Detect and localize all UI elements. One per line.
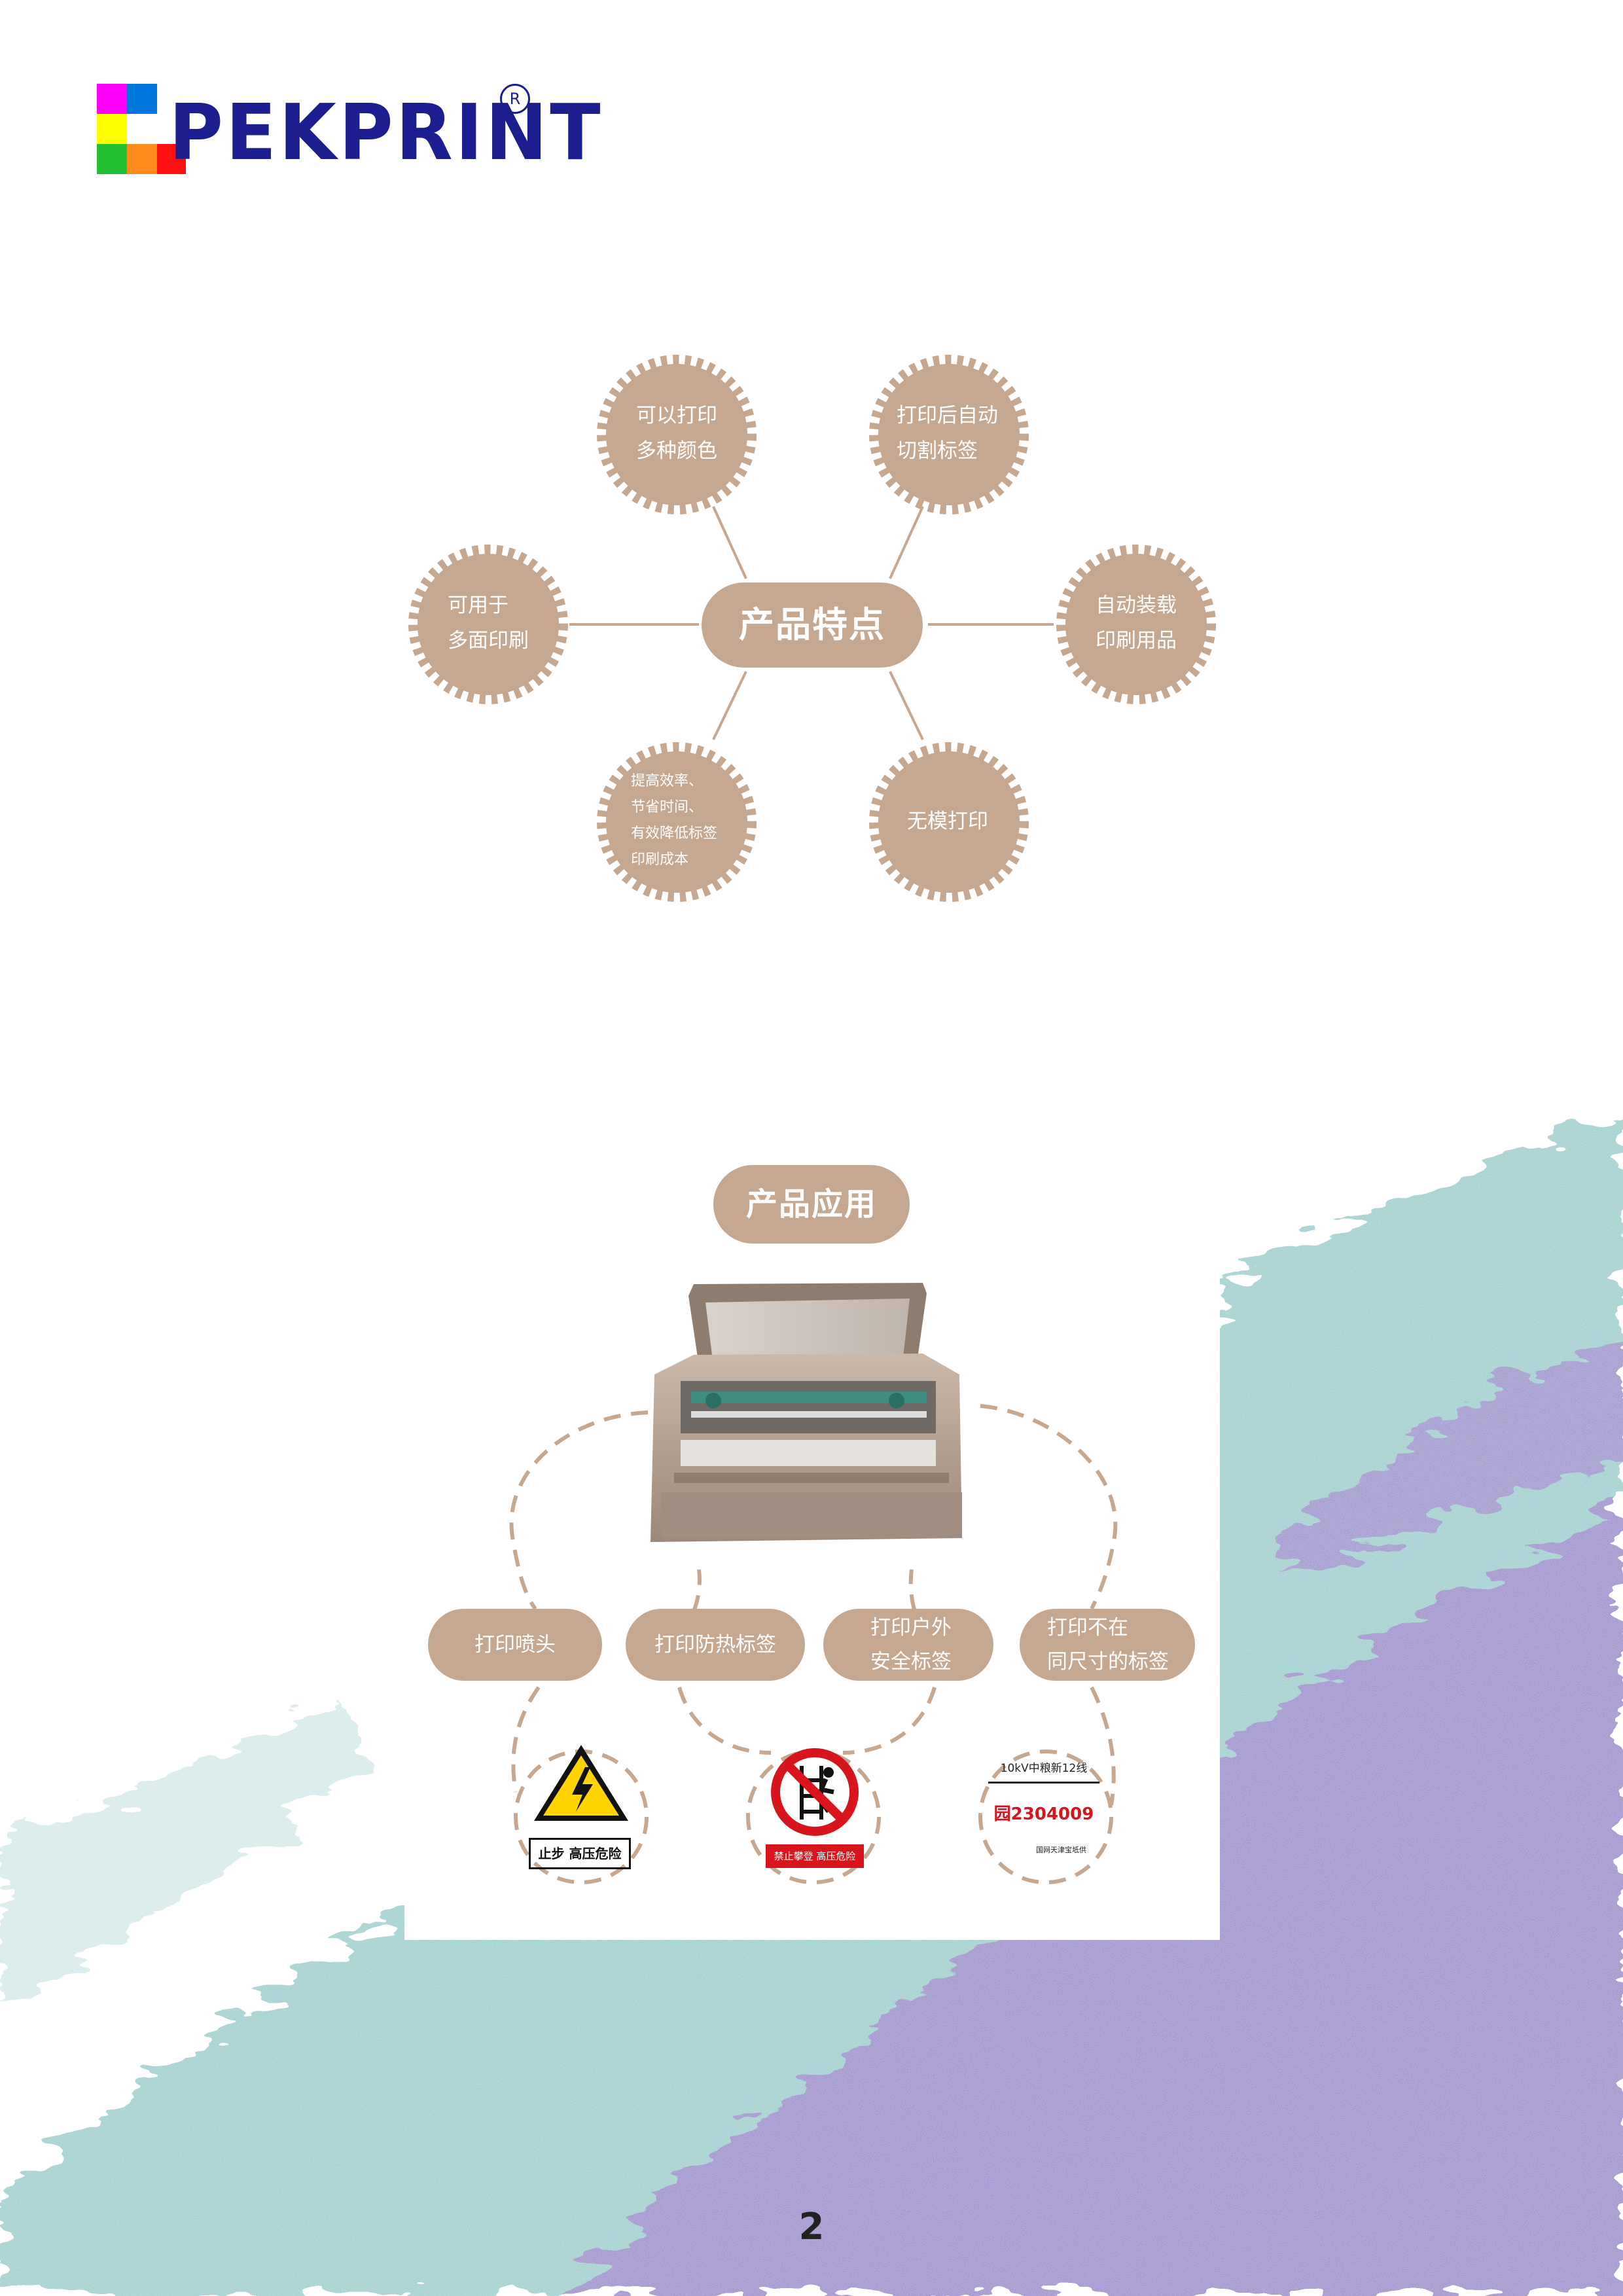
line-tag-title: 10kV中粮新12线 — [988, 1755, 1099, 1784]
gear-shape — [869, 355, 1029, 514]
gear-shape — [597, 355, 757, 514]
feature-moldless: 无模打印 — [907, 810, 988, 833]
application-print-head: 打印喷头 — [428, 1609, 602, 1681]
gear-shape — [869, 742, 1029, 902]
gear-shape — [408, 545, 568, 704]
warning-sign-text: 止步 高压危险 — [529, 1838, 631, 1869]
feature-efficiency: 提高效率、节省时间、 有效降低标签印刷成本 — [631, 773, 718, 868]
page-number: 2 — [798, 2206, 825, 2248]
line-tag-footer: 国网天津宝坻供 — [1036, 1846, 1086, 1854]
application-outdoor-labels: 打印户外 安全标签 — [823, 1609, 993, 1681]
features-title: 产品特点 — [702, 583, 923, 668]
high-voltage-warning-sign: 止步 高压危险 — [529, 1741, 633, 1872]
feature-auto-load: 自动装载印刷用品 — [1096, 594, 1177, 653]
feature-auto-cut: 打印后自动切割标签 — [897, 404, 998, 463]
no-climbing-icon — [771, 1748, 859, 1836]
brand-logo: PEKPRINT R — [97, 80, 601, 185]
prohibition-sign-text: 禁止攀登 高压危险 — [766, 1844, 864, 1868]
applications-title: 产品应用 — [713, 1165, 910, 1244]
registered-mark: R — [500, 84, 530, 114]
feature-multicolor: 可以打印多种颜色 — [636, 404, 717, 463]
application-heat-labels: 打印防热标签 — [626, 1609, 805, 1681]
no-climbing-sign: 禁止攀登 高压危险 — [766, 1746, 864, 1877]
printer-image — [651, 1283, 962, 1542]
features-diagram — [408, 355, 1216, 902]
feature-multi-surface: 可用于多面印刷 — [448, 594, 529, 653]
power-line-tag: 10kV中粮新12线 园2304009 国网天津宝坻供 — [988, 1755, 1099, 1873]
line-tag-number: 园2304009 — [993, 1804, 1094, 1824]
gear-shape — [597, 742, 757, 902]
gear-shape — [1056, 545, 1216, 704]
application-varied-size-labels: 打印不在 同尺寸的标签 — [1020, 1609, 1195, 1681]
logo-color-blocks — [97, 84, 186, 174]
high-voltage-icon — [534, 1745, 628, 1821]
